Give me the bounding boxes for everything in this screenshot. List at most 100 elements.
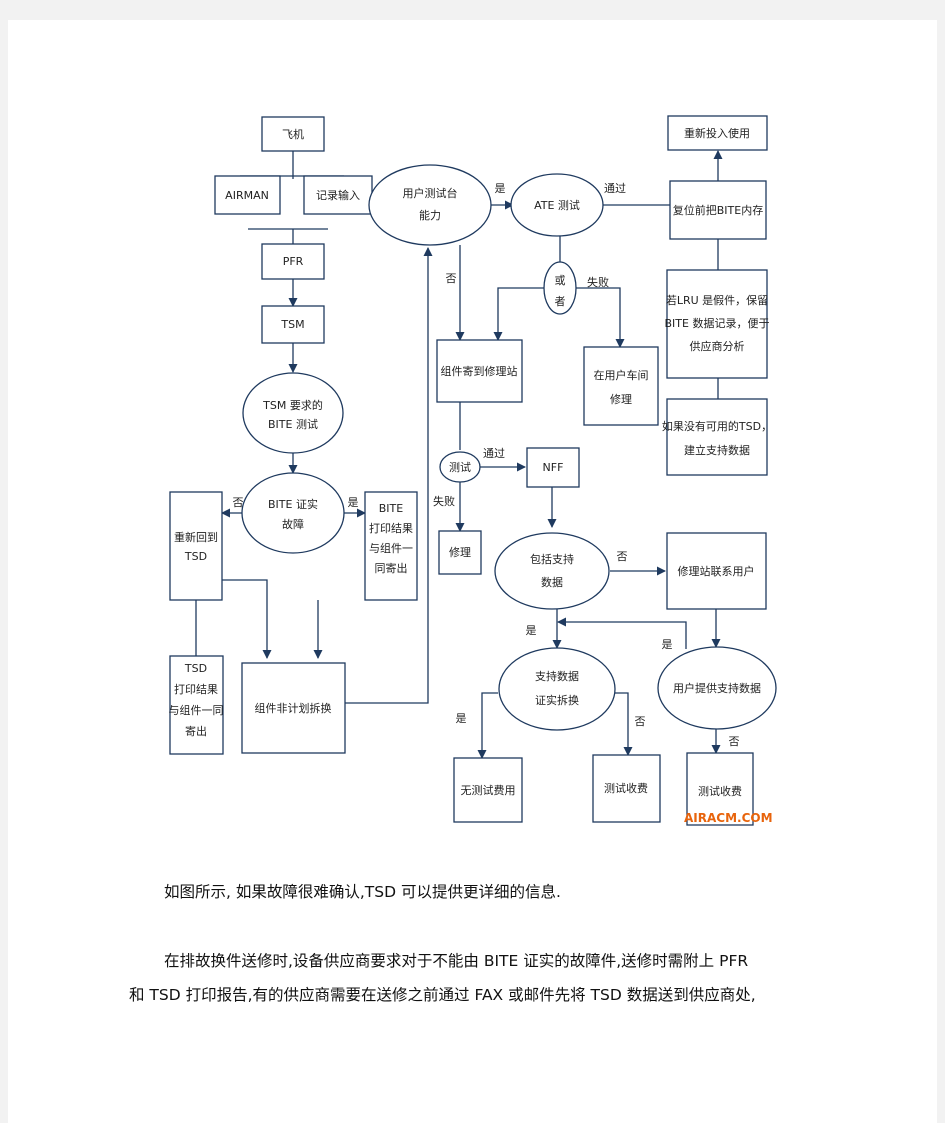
body-paragraph-2-line-1: 在排故换件送修时,设备供应商要求对于不能由 BITE 证实的故障件,送修时需附上… [164,952,749,970]
label-include-support-1: 包括支持 [530,552,574,566]
oval-include-support [494,532,610,610]
label-pfr: PFR [283,255,304,268]
box-return-tsd [169,491,223,601]
edge-label-fail: 失败 [433,494,455,508]
label-lru-3: 供应商分析 [690,339,745,353]
edge-label-no: 否 [729,735,740,748]
label-user-shop-2: 修理 [610,392,632,406]
label-bite-confirm-2: 故障 [282,517,304,531]
label-lru-1: 若LRU 是假件，保留 [666,293,768,307]
body-paragraph-1: 如图所示, 如果故障很难确认,TSD 可以提供更详细的信息. [164,883,561,901]
box-contact-user [666,532,767,610]
label-no-test-fee: 无测试费用 [461,784,516,797]
label-return-tsd-1: 重新回到 [174,530,218,544]
box-no-test-fee [453,757,523,823]
label-no-tsd-1: 如果没有可用的TSD， [662,419,772,433]
box-user-shop [583,346,659,426]
arrow-user-back [557,617,687,649]
label-bite-confirm-1: BITE 证实 [268,497,318,511]
edge-label-yes: 是 [495,182,506,195]
edge-label-yes: 是 [662,638,673,651]
edge-label-pass: 通过 [604,182,626,195]
label-bite-print-3: 与组件一 [369,541,413,555]
label-aircraft: 飞机 [282,127,304,141]
label-airman: AIRMAN [225,189,269,202]
label-tsd-print-2: 打印结果 [174,682,218,696]
label-lru-2: BITE 数据记录，便于 [665,316,770,330]
oval-bite-confirm [241,472,345,554]
label-test-fee-2: 测试收费 [698,784,742,798]
box-no-tsd [666,398,768,476]
arrow-removal-to-usertest [345,247,433,704]
label-ate-test: ATE 测试 [534,199,580,212]
flowchart: 飞机 AIRMAN 记录输入 PFR TSM TSM 要求的 BITE 测试 B… [169,115,777,826]
arrow-or-usershop [574,287,625,348]
edge-label-no: 否 [446,272,457,285]
label-tsd-print-1: TSD [184,662,207,675]
box-airman [214,175,281,215]
label-test-fee-1: 测试收费 [604,781,648,795]
oval-or [543,261,577,315]
box-repair [438,530,482,575]
label-bite-print-1: BITE [379,502,404,515]
label-tsd-print-3: 与组件一同 [169,703,224,717]
label-reinstall: 重新投入使用 [684,126,750,140]
label-or-2: 者 [555,295,566,308]
oval-tsm-bite [242,372,344,454]
flow-shapes [169,115,777,826]
box-aircraft [261,116,325,152]
label-user-test-2: 能力 [419,208,441,222]
label-contact-user: 修理站联系用户 [678,564,755,578]
label-tsm: TSM [280,318,304,331]
box-test-fee-1 [592,754,661,823]
oval-test [439,451,481,483]
label-support-confirm-2: 证实拆换 [535,693,579,707]
edge-label-no: 否 [635,715,646,728]
label-return-tsd-2: TSD [184,550,207,563]
label-or-1: 或 [555,274,566,287]
watermark-text: AIRACM.COM [684,811,773,825]
document-page: 飞机 AIRMAN 记录输入 PFR TSM TSM 要求的 BITE 测试 B… [8,20,937,1123]
oval-support-confirm [498,647,616,731]
label-nff: NFF [543,461,564,474]
edge-label-yes: 是 [348,496,359,509]
label-send-repair: 组件寄到修理站 [441,364,518,378]
box-nff [526,447,580,488]
label-user-provide: 用户提供支持数据 [673,681,761,695]
arrow-no-fee [613,692,633,756]
label-bite-print-2: 打印结果 [369,521,413,535]
edge-label-pass: 通过 [483,447,505,460]
box-test-fee-2 [686,752,754,826]
box-record-input [303,175,373,215]
label-support-confirm-1: 支持数据 [535,669,579,683]
label-repair: 修理 [449,545,471,559]
box-unscheduled-removal [241,662,346,754]
box-reset-bite [669,180,767,240]
box-bite-print [364,491,418,601]
box-reinstall [667,115,768,151]
label-user-shop-1: 在用户车间 [594,368,649,382]
edge-label-yes: 是 [526,624,537,637]
oval-user-provide [657,646,777,730]
oval-ate-test [510,173,604,237]
label-record-input: 记录输入 [316,188,360,202]
edge-label-no: 否 [617,550,628,563]
edge-label-fail: 失败 [587,275,609,289]
body-paragraph-2-line-2: 和 TSD 打印报告,有的供应商需要在送修之前通过 FAX 或邮件先将 TSD … [129,986,756,1004]
label-user-test-1: 用户测试台 [403,186,458,200]
flow-labels: 飞机 AIRMAN 记录输入 PFR TSM TSM 要求的 BITE 测试 B… [169,126,773,798]
box-lru [666,269,768,379]
edge-label-no: 否 [233,496,244,509]
label-bite-print-4: 同寄出 [375,561,408,575]
arrow-return-to-removal [222,579,272,659]
box-tsm [261,305,325,344]
box-tsd-print [169,655,224,755]
box-pfr [261,243,325,280]
label-reset-bite: 复位前把BITE内存 [673,203,763,217]
arrow-or-send [493,287,546,341]
label-tsm-bite-2: BITE 测试 [268,418,318,431]
box-send-repair [436,339,523,403]
label-tsm-bite-1: TSM 要求的 [262,398,323,412]
edge-label-yes: 是 [456,712,467,725]
label-tsd-print-4: 寄出 [185,724,207,738]
